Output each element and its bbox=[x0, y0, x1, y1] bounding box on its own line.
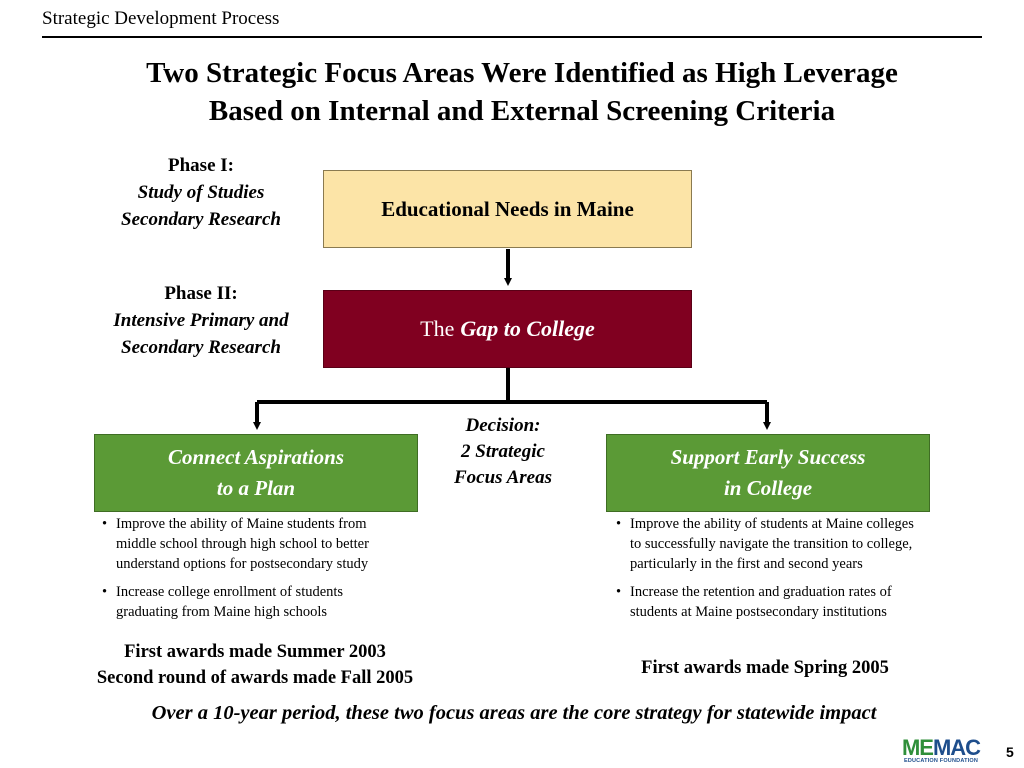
phase-2-heading: Phase II: bbox=[164, 283, 238, 304]
phase-1-line-1: Study of Studies bbox=[137, 182, 265, 203]
awards-left-line-2: Second round of awards made Fall 2005 bbox=[96, 668, 414, 688]
phase-1-line-2: Secondary Research bbox=[121, 209, 281, 230]
list-item: Increase the retention and graduation ra… bbox=[616, 582, 966, 622]
phase-1-heading: Phase I: bbox=[168, 155, 234, 176]
section-label: Strategic Development Process bbox=[42, 8, 280, 29]
educational-needs-label: Educational Needs in Maine bbox=[381, 196, 634, 221]
title-line-2: Based on Internal and External Screening… bbox=[208, 95, 836, 127]
bullet-line: middle school through high school to bet… bbox=[116, 536, 369, 552]
bullet-line: to successfully navigate the transition … bbox=[630, 536, 913, 552]
bullet-line: graduating from Maine high schools bbox=[116, 604, 328, 620]
connect-bullet-list: Improve the ability of Maine students fr… bbox=[102, 514, 422, 630]
list-item: Increase college enrollment of students … bbox=[102, 582, 422, 622]
support-bullet-list: Improve the ability of students at Maine… bbox=[616, 514, 966, 630]
awards-left-line-1: First awards made Summer 2003 bbox=[124, 642, 386, 662]
connect-line-1: Connect Aspirations bbox=[167, 445, 345, 469]
decision-label: Decision: 2 Strategic Focus Areas bbox=[428, 413, 578, 491]
title-line-1: Two Strategic Focus Areas Were Identifie… bbox=[146, 57, 898, 89]
educational-needs-box: Educational Needs in Maine bbox=[323, 170, 692, 248]
memac-logo: MEMAC EDUCATION FOUNDATION bbox=[896, 735, 986, 765]
support-early-success-box: Support Early Success in College bbox=[606, 434, 930, 512]
phase-2-line-2: Secondary Research bbox=[121, 337, 281, 358]
phase-2-label: Phase II: Intensive Primary and Secondar… bbox=[88, 280, 314, 361]
bullet-line: Improve the ability of students at Maine… bbox=[630, 516, 914, 532]
support-line-1: Support Early Success bbox=[670, 445, 866, 469]
header-rule bbox=[42, 36, 982, 38]
list-item: Improve the ability of students at Maine… bbox=[616, 514, 966, 574]
decision-line-1: Decision: bbox=[465, 415, 541, 436]
bullet-line: Improve the ability of Maine students fr… bbox=[116, 516, 367, 532]
gap-emphasis: Gap to College bbox=[460, 316, 595, 341]
footer-quote: Over a 10-year period, these two focus a… bbox=[151, 702, 877, 724]
bullet-line: Increase the retention and graduation ra… bbox=[630, 584, 892, 600]
phase-2-line-1: Intensive Primary and bbox=[113, 310, 289, 331]
support-line-2: in College bbox=[723, 476, 813, 500]
list-item: Improve the ability of Maine students fr… bbox=[102, 514, 422, 574]
bullet-line: understand options for postsecondary stu… bbox=[116, 556, 369, 572]
gap-prefix: The bbox=[420, 316, 455, 341]
support-awards: First awards made Spring 2005 bbox=[600, 655, 930, 681]
logo-subtitle: EDUCATION FOUNDATION bbox=[903, 758, 979, 764]
awards-right-line-1: First awards made Spring 2005 bbox=[641, 658, 889, 678]
connect-awards: First awards made Summer 2003 Second rou… bbox=[50, 639, 460, 691]
page-number: 5 bbox=[1006, 744, 1014, 760]
phase-1-label: Phase I: Study of Studies Secondary Rese… bbox=[96, 152, 306, 233]
logo-wordmark: MEMAC bbox=[896, 735, 986, 760]
slide-title: Two Strategic Focus Areas Were Identifie… bbox=[40, 54, 1004, 130]
connect-aspirations-box: Connect Aspirations to a Plan bbox=[94, 434, 418, 512]
decision-line-2: 2 Strategic bbox=[461, 441, 545, 462]
bullet-line: students at Maine postsecondary institut… bbox=[630, 604, 887, 620]
bullet-line: Increase college enrollment of students bbox=[116, 584, 344, 600]
bullet-line: particularly in the first and second yea… bbox=[630, 556, 863, 572]
gap-to-college-box: The Gap to College bbox=[323, 290, 692, 368]
logo-part-2: MAC bbox=[932, 735, 981, 760]
decision-line-3: Focus Areas bbox=[453, 467, 552, 488]
logo-part-1: ME bbox=[901, 735, 934, 760]
connect-line-2: to a Plan bbox=[216, 476, 296, 500]
